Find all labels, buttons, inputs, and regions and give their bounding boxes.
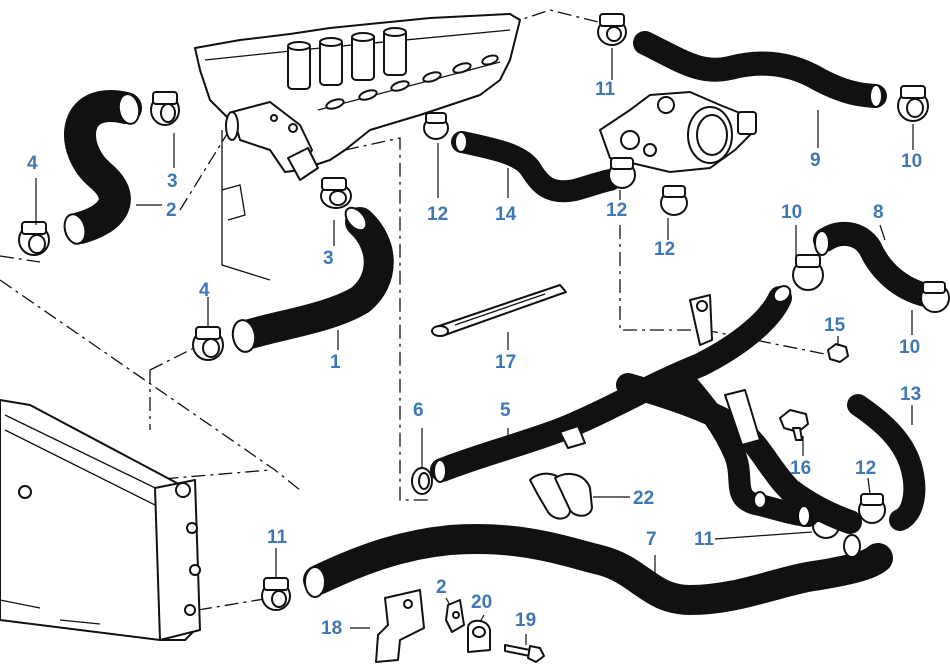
clamp-11-left (261, 577, 291, 611)
clamp-12-c (660, 185, 688, 216)
radiator (0, 399, 201, 641)
callout-22: 22 (633, 488, 655, 509)
callout-3-upper: 3 (167, 171, 178, 192)
pipe-5 (430, 285, 792, 483)
cable-tie-17 (431, 284, 567, 337)
clamp-10-top (897, 85, 929, 122)
bushing-20 (467, 619, 491, 653)
clamp-12-d (858, 493, 886, 524)
hose-1 (231, 206, 394, 353)
callout-3-lower: 3 (323, 248, 334, 269)
callout-21: 2 (436, 577, 447, 598)
callout-7: 7 (646, 529, 657, 550)
hose-13 (847, 394, 926, 531)
callout-10-mid: 10 (781, 202, 803, 223)
clamp-12-b (608, 157, 636, 189)
callout-16: 16 (790, 458, 812, 479)
callout-15: 15 (824, 315, 846, 336)
bolt-16 (779, 409, 809, 441)
bracket-18 (375, 589, 425, 663)
screw-19 (504, 644, 545, 663)
callout-12-d: 12 (855, 458, 877, 479)
callout-12-b: 12 (606, 200, 628, 221)
hose-9 (633, 31, 887, 108)
clip-22 (529, 472, 593, 520)
callout-6: 6 (413, 400, 424, 421)
callout-1-upper: 1 (330, 352, 341, 373)
callout-5: 5 (500, 400, 511, 421)
callout-17: 17 (495, 352, 517, 373)
callout-11-top: 11 (595, 79, 616, 100)
callout-12-a: 12 (427, 204, 449, 225)
clamp-3-lower (320, 177, 352, 209)
o-ring-6 (411, 467, 433, 495)
clamp-11-top (597, 13, 627, 46)
hose-7 (303, 524, 893, 615)
callout-11-left: 11 (267, 527, 288, 548)
leader-lines (35, 48, 914, 645)
callout-8: 8 (873, 202, 884, 223)
callout-2-upper: 2 (166, 200, 177, 221)
clamp-4-upper (18, 221, 50, 256)
callout-10-top: 10 (901, 151, 923, 172)
callout-14: 14 (495, 204, 517, 225)
callout-19: 19 (515, 610, 537, 631)
nut-15 (827, 343, 849, 363)
callout-11-right: 11 (694, 529, 715, 550)
callout-9: 9 (810, 150, 821, 171)
clamp-12-a (423, 112, 449, 140)
hose-14 (451, 131, 621, 203)
callout-20: 20 (471, 592, 493, 613)
callout-4-lower: 4 (199, 280, 210, 301)
callout-12-c: 12 (654, 239, 676, 260)
callout-10-right: 10 (899, 337, 921, 358)
pipe-branch (616, 364, 862, 534)
callout-4-upper: 4 (27, 153, 38, 174)
callout-13: 13 (900, 384, 922, 405)
hose-2 (63, 90, 142, 245)
hose-clamps (18, 13, 950, 611)
clamp-10-mid (792, 254, 824, 291)
hose-8 (813, 221, 942, 308)
throttle-body (599, 91, 757, 173)
clip-21 (445, 599, 465, 633)
clamp-3-upper (150, 91, 180, 126)
intake-manifold (194, 13, 521, 281)
clamp-10-right (920, 281, 950, 313)
callout-18: 18 (321, 618, 343, 639)
clamp-4-lower (192, 326, 224, 361)
